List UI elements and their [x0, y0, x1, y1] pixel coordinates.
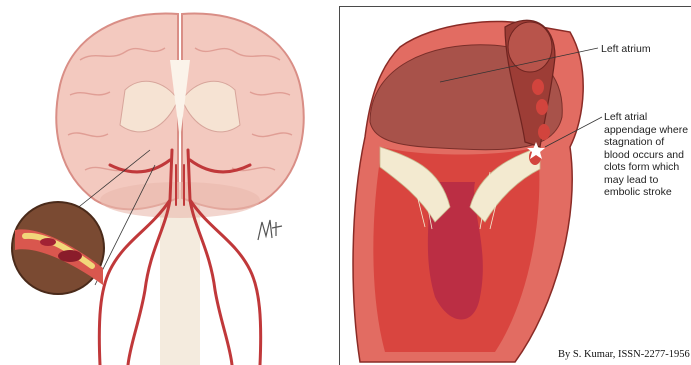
- artery-occlusion-inset: [12, 202, 104, 294]
- label-left-atrium: Left atrium: [601, 43, 651, 56]
- artist-signature: [258, 220, 282, 240]
- brain-hemispheres: [56, 14, 303, 218]
- label-left-atrial-appendage: Left atrial appendage where stagnation o…: [604, 111, 688, 199]
- brain-illustration: [0, 0, 335, 365]
- heart-illustration: Left atrium Left atrial appendage where …: [339, 6, 691, 365]
- credit-text: By S. Kumar, ISSN-2277-1956: [558, 349, 690, 360]
